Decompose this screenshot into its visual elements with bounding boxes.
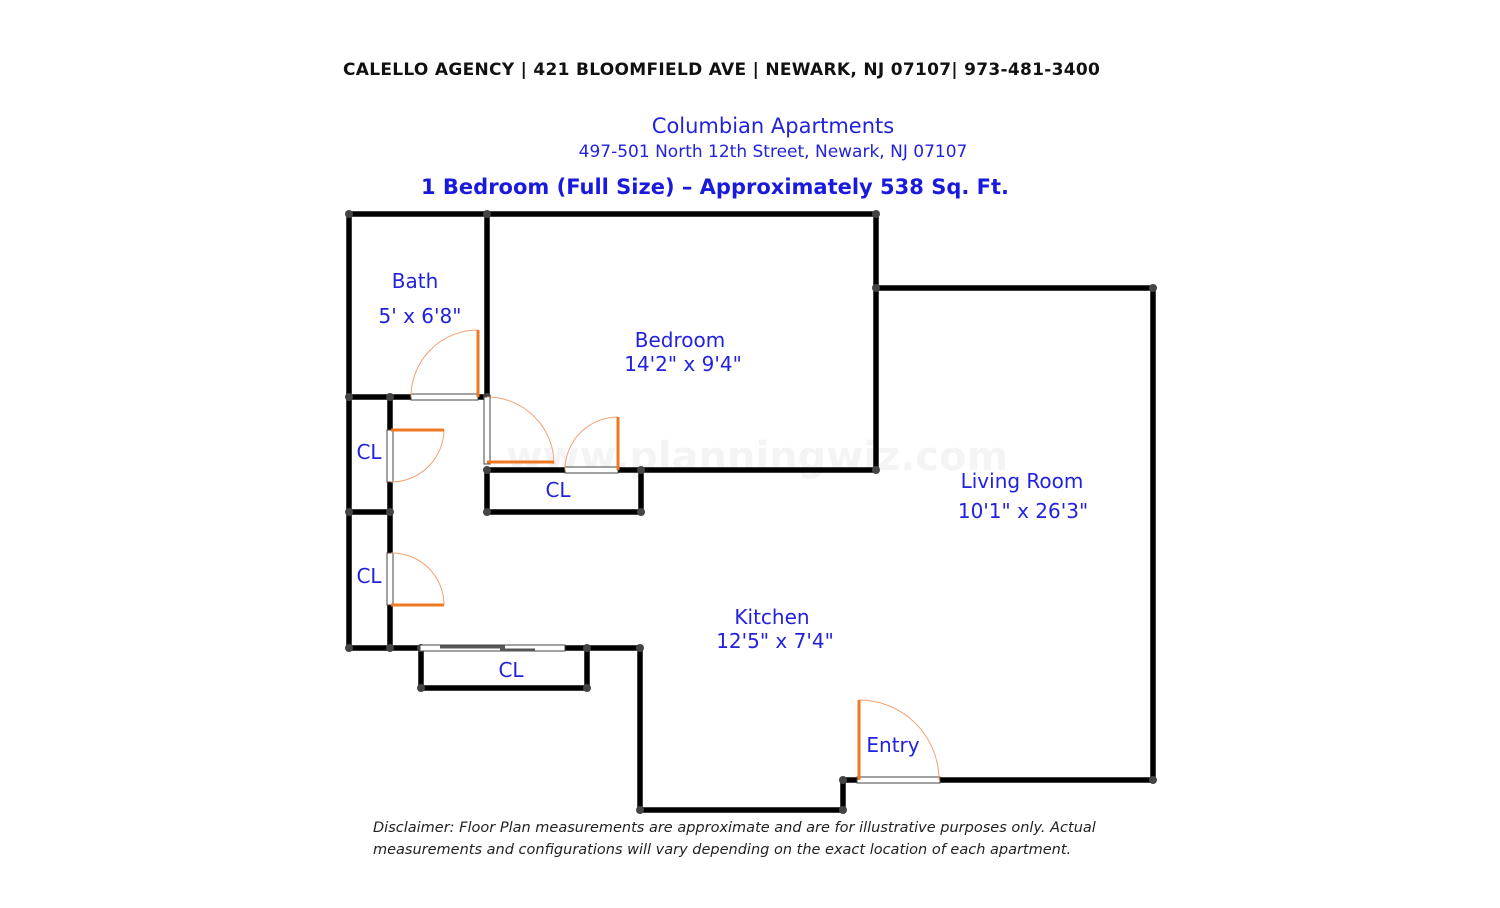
kitchen-size: 12'5" x 7'4" xyxy=(716,629,834,653)
bedroom-label: Bedroom xyxy=(635,328,725,352)
living-room-size: 10'1" x 26'3" xyxy=(958,499,1088,523)
unit-title: 1 Bedroom (Full Size) – Approximately 53… xyxy=(421,175,1009,199)
hall-closet-label: CL xyxy=(545,478,571,502)
kitchen-label: Kitchen xyxy=(734,605,809,629)
bedroom-door-opening xyxy=(483,396,491,465)
hall-closet-door-opening xyxy=(564,466,619,474)
bottom-closet-label: CL xyxy=(498,658,524,682)
walls xyxy=(346,211,1156,813)
entry-door-opening xyxy=(856,776,941,784)
bedroom-size: 14'2" x 9'4" xyxy=(624,352,742,376)
bath-size: 5' x 6'8" xyxy=(379,304,462,328)
closet-lower-label: CL xyxy=(356,564,382,588)
bath-label: Bath xyxy=(392,269,439,293)
sliding-door[interactable] xyxy=(440,645,535,652)
entry-label: Entry xyxy=(866,733,919,757)
living-room-label: Living Room xyxy=(961,469,1084,493)
disclaimer-line-1: Disclaimer: Floor Plan measurements are … xyxy=(373,820,1096,836)
building-name: Columbian Apartments xyxy=(651,114,895,138)
closet-upper-label: CL xyxy=(356,440,382,464)
door-swings xyxy=(390,329,940,781)
agency-header: CALELLO AGENCY | 421 BLOOMFIELD AVE | NE… xyxy=(343,60,1101,80)
closet-upper-door-opening xyxy=(386,429,394,483)
disclaimer: Disclaimer: Floor Plan measurements are … xyxy=(373,817,1133,861)
bath-door-opening xyxy=(410,393,479,401)
disclaimer-line-2: measurements and configurations will var… xyxy=(373,842,1072,858)
building-address: 497-501 North 12th Street, Newark, NJ 07… xyxy=(578,142,968,162)
closet-lower-door-opening xyxy=(386,552,394,606)
